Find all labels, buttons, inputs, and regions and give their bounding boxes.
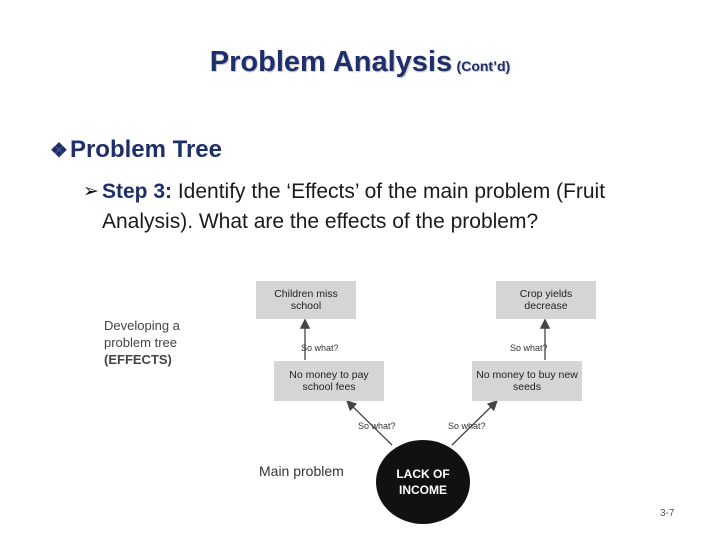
core-problem-line-1: LACK OF — [396, 467, 450, 481]
core-problem-circle: LACK OF INCOME — [376, 440, 470, 524]
effect-box-children-miss-school: Children miss school — [256, 281, 356, 319]
slide-title: Problem Analysis (Cont’d) — [0, 46, 720, 79]
arrow-core-to-school-fees — [346, 400, 393, 446]
diamond-bullet-icon: ❖ — [50, 140, 68, 162]
bullet-problem-tree: ❖Problem Tree — [50, 136, 222, 164]
slide-number: 3-7 — [660, 508, 675, 519]
diagram-side-label: Developing a problem tree (EFFECTS) — [104, 317, 180, 368]
side-label-line-1: Developing a — [104, 318, 180, 333]
title-main: Problem Analysis — [209, 46, 453, 78]
so-what-label-right-upper: So what? — [510, 343, 548, 353]
side-label-line-3: (EFFECTS) — [104, 352, 172, 367]
bullet-step-3: ➢ Step 3: Identify the ‘Effects’ of the … — [83, 177, 683, 237]
step-3-label: Step 3: — [102, 180, 173, 203]
effect-box-no-money-school-fees: No money to pay school fees — [274, 361, 384, 401]
bullet-problem-tree-text: Problem Tree — [69, 136, 222, 163]
so-what-label-right-lower: So what? — [448, 421, 486, 431]
side-label-line-2: problem tree — [104, 335, 177, 350]
step-3-paragraph: Step 3: Identify the ‘Effects’ of the ma… — [83, 177, 683, 237]
step-3-text: Identify the ‘Effects’ of the main probl… — [102, 180, 606, 233]
core-problem-line-2: INCOME — [398, 483, 447, 497]
arrow-bullet-icon: ➢ — [83, 181, 99, 202]
effect-box-no-money-seeds: No money to buy new seeds — [472, 361, 582, 401]
main-problem-label: Main problem — [259, 463, 344, 479]
arrow-core-to-seeds — [451, 400, 498, 446]
so-what-label-left-upper: So what? — [301, 343, 339, 353]
so-what-label-left-lower: So what? — [358, 421, 396, 431]
effect-box-crop-yields-decrease: Crop yields decrease — [496, 281, 596, 319]
title-subtitle: (Cont’d) — [456, 58, 511, 74]
